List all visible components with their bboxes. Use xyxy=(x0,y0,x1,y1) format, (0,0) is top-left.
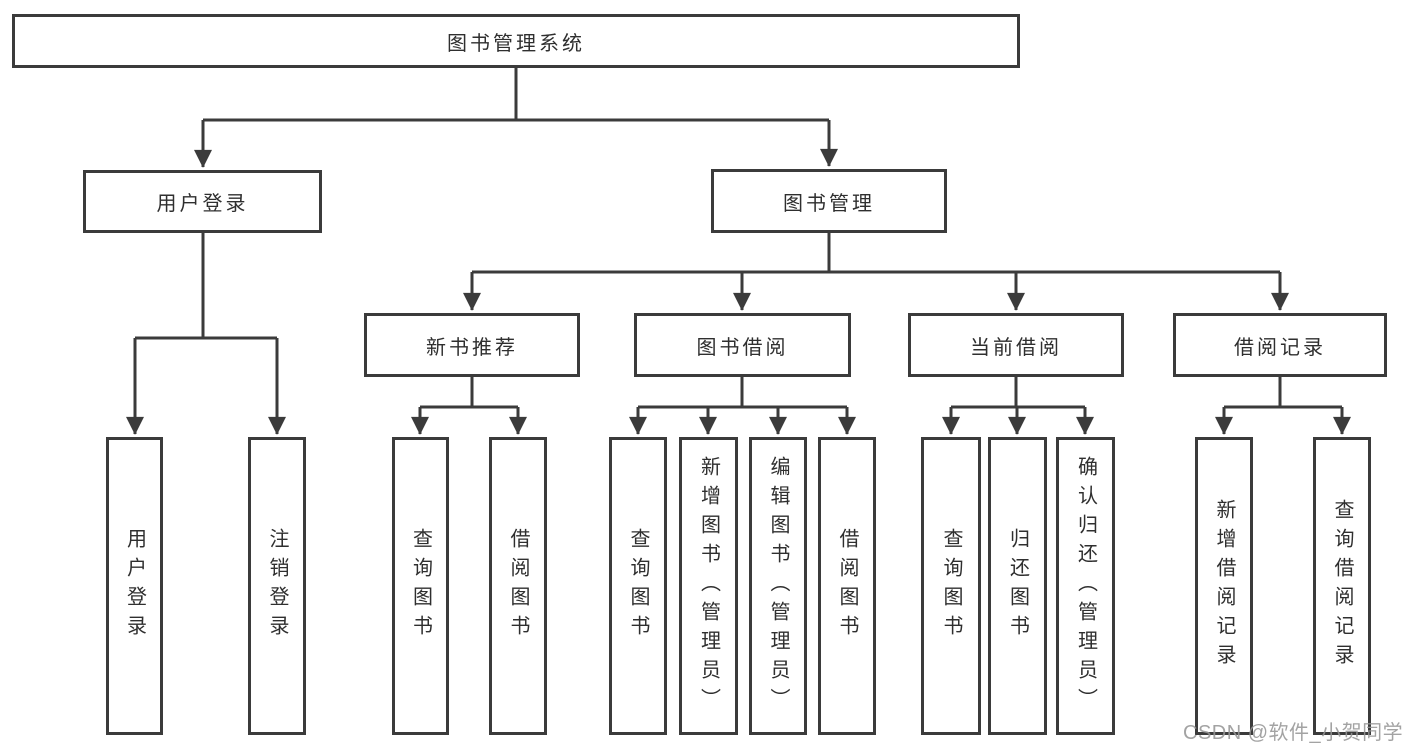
edge-current-bus xyxy=(951,377,1085,409)
edge-records-bus xyxy=(1224,377,1342,409)
node-label: 查询图书 xyxy=(627,528,649,644)
leaf-records-add-record: 新增借阅记录 xyxy=(1195,437,1253,735)
edge-mgmt-bus xyxy=(472,233,1280,274)
node-borrow-records: 借阅记录 xyxy=(1173,313,1387,377)
node-label: 新书推荐 xyxy=(426,336,518,359)
node-label: 确认归还（管理员） xyxy=(1074,455,1097,717)
edge-root-bus xyxy=(203,68,829,122)
node-label: 查询图书 xyxy=(409,528,432,644)
node-label: 新增图书（管理员） xyxy=(697,455,720,717)
node-label: 图书借阅 xyxy=(696,336,789,359)
node-label: 图书管理系统 xyxy=(447,32,585,55)
leaf-borrow-query-book: 查询图书 xyxy=(609,437,667,735)
edge-borrow-bus xyxy=(638,377,847,409)
node-label: 查询借阅记录 xyxy=(1331,499,1353,673)
leaf-current-return-book: 归还图书 xyxy=(988,437,1047,735)
edge-newbook-bus xyxy=(420,377,518,409)
node-book-management: 图书管理 xyxy=(711,169,947,233)
node-library-management-system: 图书管理系统 xyxy=(12,14,1020,68)
node-current-borrow: 当前借阅 xyxy=(908,313,1124,377)
leaf-newbook-query-book: 查询图书 xyxy=(392,437,449,735)
node-label: 用户登录 xyxy=(156,193,249,215)
leaf-borrow-add-book-admin: 新增图书（管理员） xyxy=(679,437,738,735)
node-label: 用户登录 xyxy=(123,528,146,644)
node-label: 注销登录 xyxy=(266,528,288,644)
node-label: 查询图书 xyxy=(940,528,962,644)
leaf-user-login: 用户登录 xyxy=(106,437,163,735)
node-label: 借阅图书 xyxy=(836,528,858,644)
leaf-logout-login: 注销登录 xyxy=(248,437,306,735)
node-label: 借阅图书 xyxy=(507,528,529,644)
leaf-current-query-book: 查询图书 xyxy=(921,437,981,735)
leaf-records-query-record: 查询借阅记录 xyxy=(1313,437,1371,735)
node-label: 图书管理 xyxy=(783,192,875,215)
node-label: 当前借阅 xyxy=(970,336,1062,359)
node-label: 归还图书 xyxy=(1006,528,1029,644)
leaf-current-confirm-return-admin: 确认归还（管理员） xyxy=(1056,437,1115,735)
node-label: 新增借阅记录 xyxy=(1213,499,1235,673)
csdn-watermark: CSDN @软件_小贺同学 xyxy=(1183,722,1404,744)
leaf-borrow-edit-book-admin: 编辑图书（管理员） xyxy=(749,437,807,735)
edge-login-bus xyxy=(135,233,277,340)
node-label: 借阅记录 xyxy=(1234,336,1326,359)
leaf-newbook-borrow-book: 借阅图书 xyxy=(489,437,547,735)
node-label: 编辑图书（管理员） xyxy=(767,455,789,717)
leaf-borrow-borrow-book: 借阅图书 xyxy=(818,437,876,735)
node-new-book-recommend: 新书推荐 xyxy=(364,313,580,377)
node-user-login: 用户登录 xyxy=(83,170,322,233)
node-book-borrow: 图书借阅 xyxy=(634,313,851,377)
